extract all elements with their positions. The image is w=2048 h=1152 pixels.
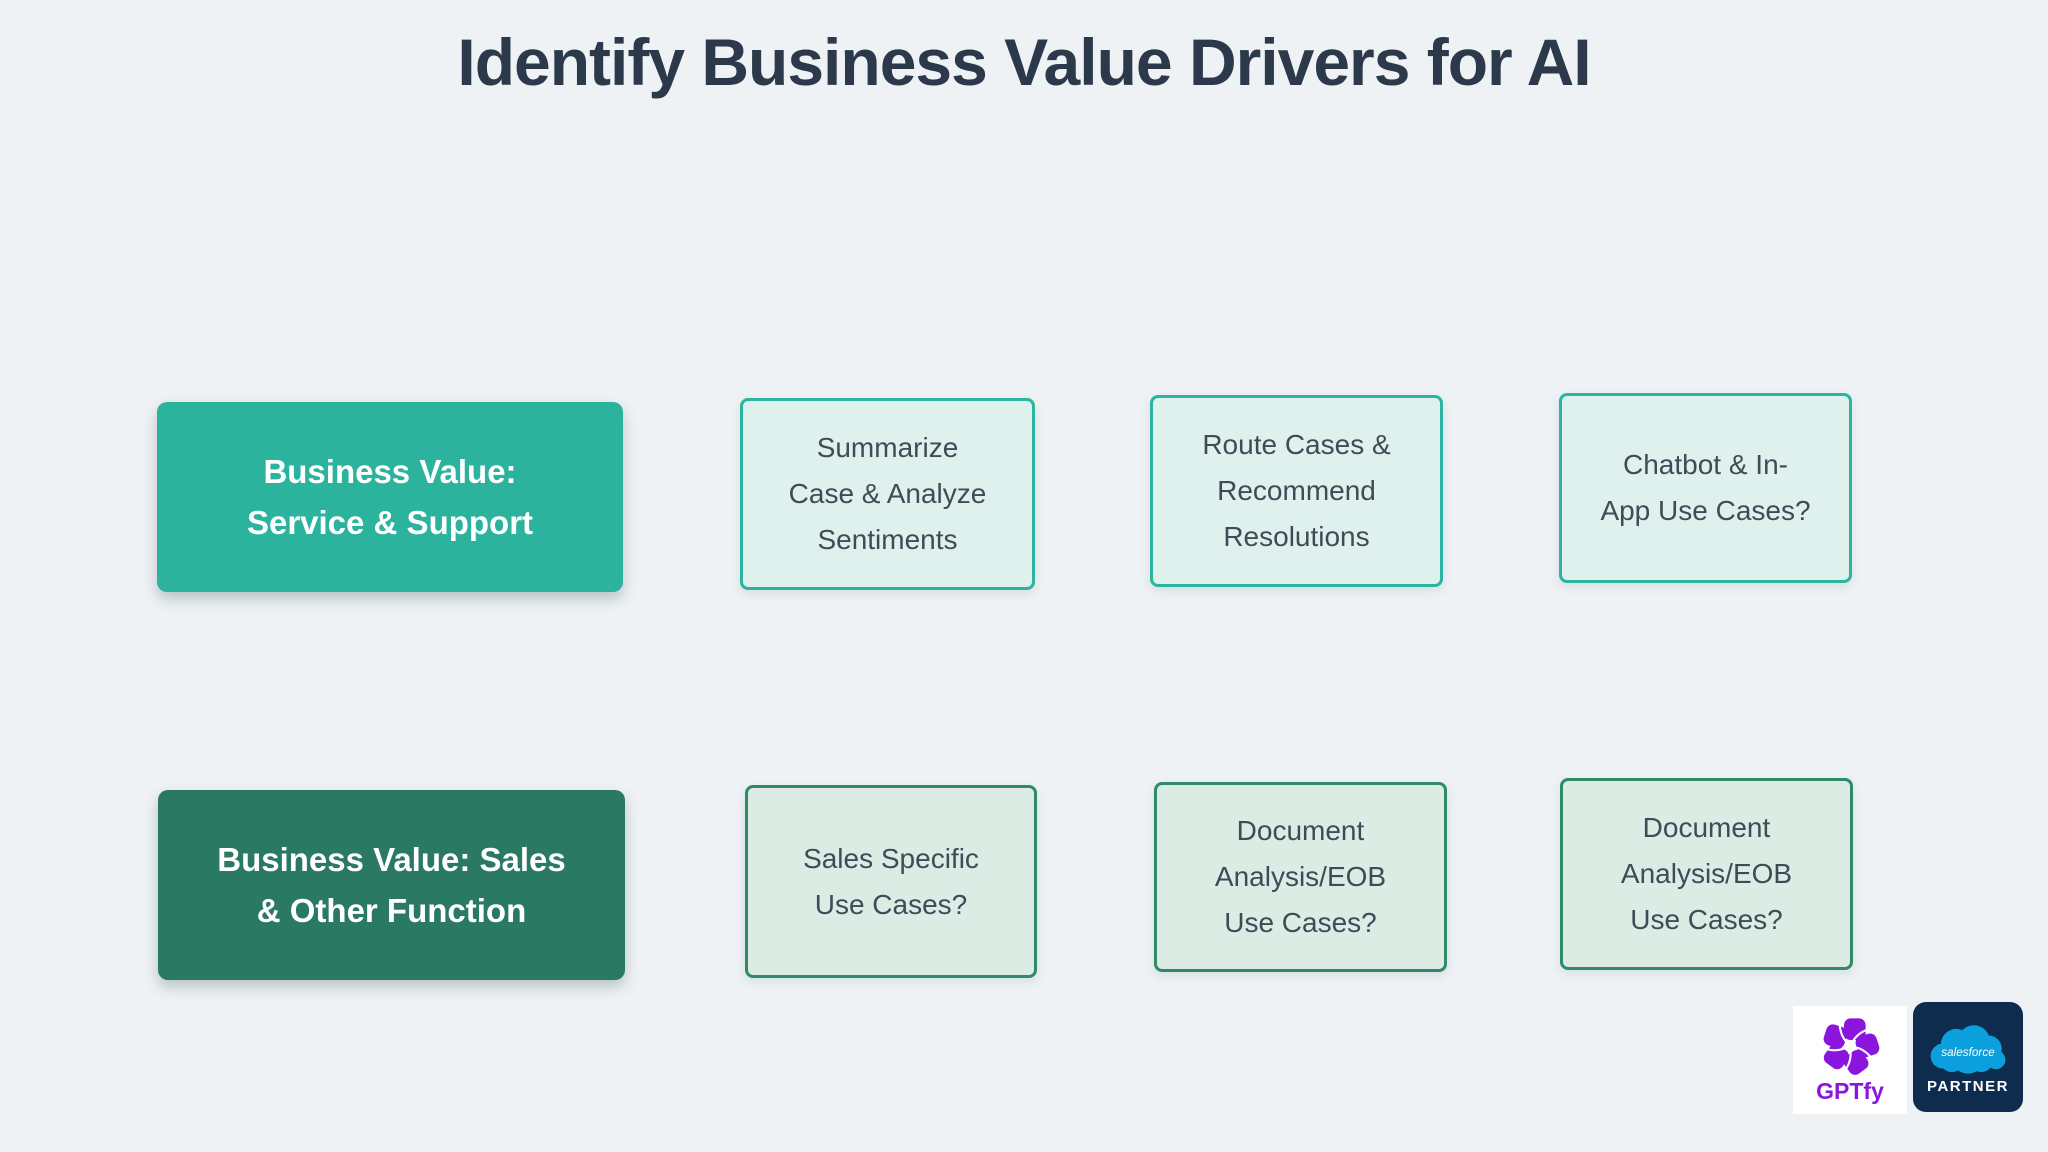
use-case-box-chatbot-inapp: Chatbot & In- App Use Cases? — [1559, 393, 1852, 583]
gptfy-logo: GPTfy — [1793, 1006, 1907, 1114]
salesforce-partner-label: PARTNER — [1927, 1078, 2009, 1095]
use-case-box-sales-specific: Sales Specific Use Cases? — [745, 785, 1037, 978]
gptfy-pinwheel-icon — [1820, 1016, 1880, 1076]
salesforce-cloud-icon: salesforce — [1924, 1019, 2012, 1077]
row-header-sales-other: Business Value: Sales & Other Function — [158, 790, 625, 980]
row-header-service-support: Business Value: Service & Support — [157, 402, 623, 592]
salesforce-wordmark: salesforce — [1941, 1046, 1995, 1059]
use-case-box-document-analysis-1: Document Analysis/EOB Use Cases? — [1154, 782, 1447, 972]
gptfy-wordmark: GPTfy — [1816, 1077, 1884, 1104]
salesforce-partner-badge: salesforce PARTNER — [1913, 1002, 2023, 1112]
use-case-box-document-analysis-2: Document Analysis/EOB Use Cases? — [1560, 778, 1853, 970]
use-case-box-route-cases: Route Cases & Recommend Resolutions — [1150, 395, 1443, 587]
use-case-box-summarize-case: Summarize Case & Analyze Sentiments — [740, 398, 1035, 590]
page-title: Identify Business Value Drivers for AI — [457, 25, 1591, 99]
